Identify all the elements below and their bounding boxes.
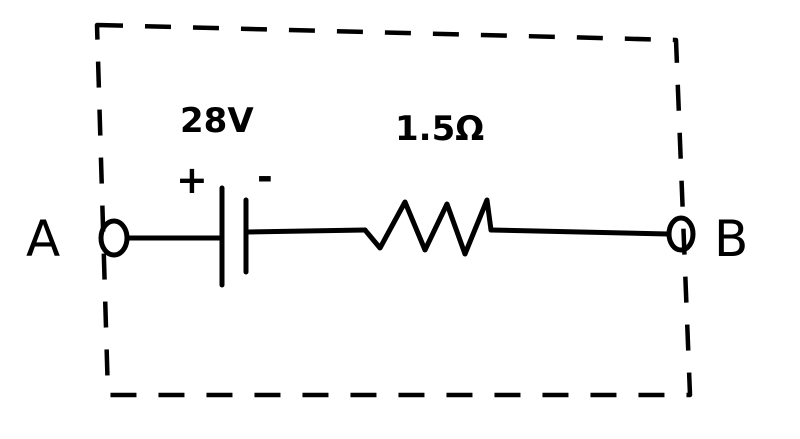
battery-negative-sign: -	[257, 155, 273, 199]
terminal-b-label: B	[714, 210, 748, 268]
wire-resistor-to-b	[488, 227, 671, 237]
terminal-b-node	[666, 215, 696, 253]
terminal-a-node	[98, 218, 130, 258]
resistor-symbol	[362, 197, 494, 257]
battery-voltage-label: 28V	[180, 101, 254, 141]
dashed-enclosure	[94, 22, 693, 398]
resistance-label: 1.5Ω	[395, 109, 484, 149]
terminal-a-label: A	[26, 210, 60, 268]
battery-positive-sign: +	[176, 158, 208, 202]
wire-battery-to-resistor	[245, 227, 368, 235]
